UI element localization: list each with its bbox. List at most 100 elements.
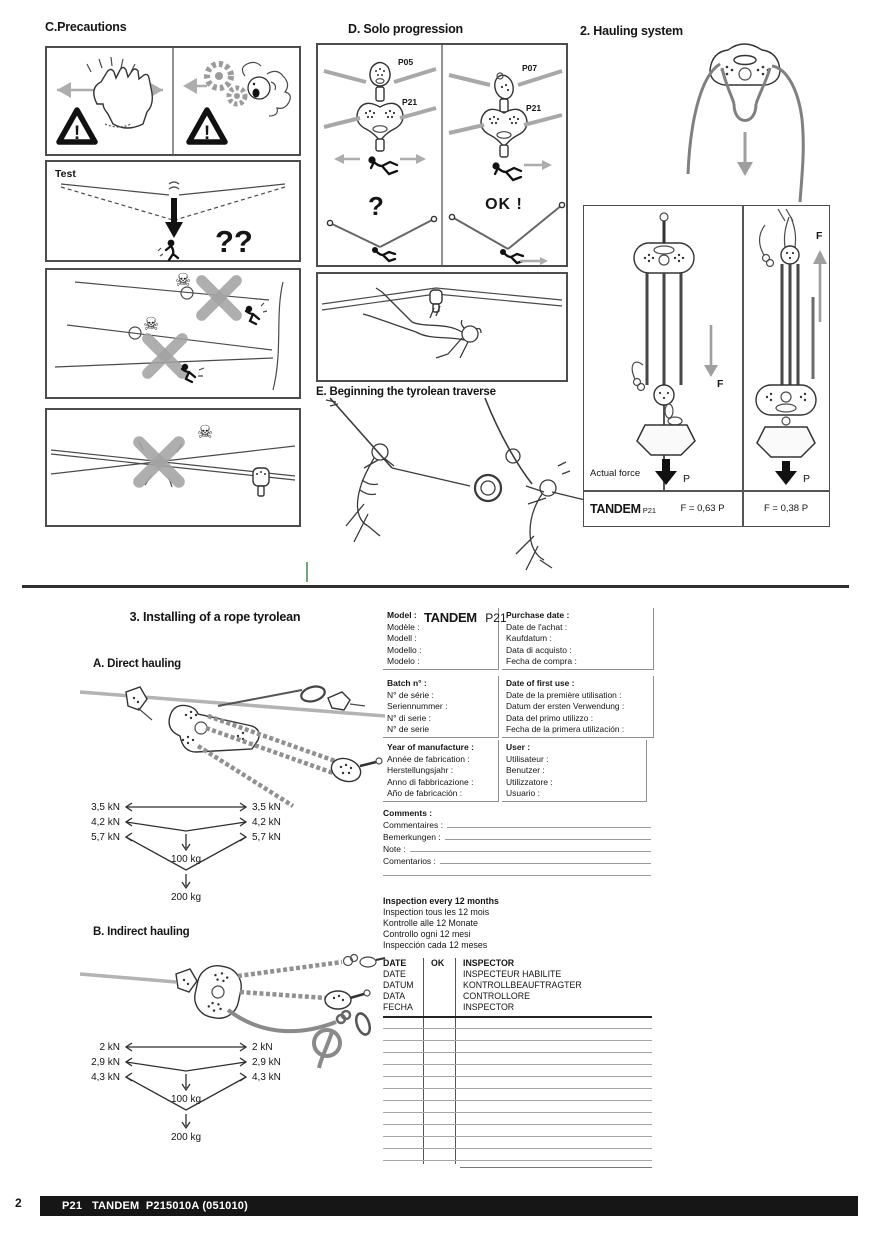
hanging-traverse-person-figure <box>362 287 482 359</box>
batch-field: Batch n° : N° de série : Seriennummer : … <box>383 676 499 738</box>
product-cell: TANDEM P21 <box>583 490 663 527</box>
indirect-force-diagram: 2 kN 2,9 kN 4,3 kN 2 kN 2,9 kN 4,3 kN 10… <box>91 1042 281 1143</box>
verdict-label: ? <box>368 191 384 221</box>
hauling-title: 2. Hauling system <box>580 24 683 38</box>
load-mid-label: 100 kg <box>171 1094 201 1105</box>
end-pulley-figure <box>324 989 371 1010</box>
table-header-rule <box>383 1016 652 1018</box>
precautions-warning-panel: ! ! <box>45 46 301 156</box>
registration-mark <box>306 562 308 582</box>
down-arrow-icon <box>737 132 753 176</box>
hauling-box-divider <box>742 205 744 527</box>
indirect-hauling-illustration <box>79 953 386 1069</box>
actual-force-label: Actual force <box>590 468 641 479</box>
hanging-person-figure <box>157 239 180 262</box>
force-direct-cell: F = 0,63 P <box>680 503 725 514</box>
tension-label: 4,3 kN <box>252 1072 281 1083</box>
carabiner-clamp-figure <box>300 685 366 711</box>
pulley-p05-figure <box>369 61 391 87</box>
inspection-inspector-header: INSPECTOR INSPECTEUR HABILITE KONTROLLBE… <box>463 958 582 1012</box>
table-vline-2 <box>455 958 457 1164</box>
precautions-forbidden-panel-1: ☠ ☠ <box>45 268 301 399</box>
direct-hauling-illustration <box>79 685 386 808</box>
page-number: 2 <box>15 1196 22 1210</box>
warning-illustration: ! ! <box>56 48 291 154</box>
rigging-plate-figure <box>194 965 242 1019</box>
load-bottom-label: 200 kg <box>171 1132 201 1143</box>
table-vline-1 <box>423 958 425 1164</box>
f-label: F <box>717 378 724 390</box>
tension-label: 3,5 kN <box>252 802 281 813</box>
load-bottom-label: 200 kg <box>171 892 201 903</box>
direct-hauling-title: A. Direct hauling <box>93 658 181 670</box>
purchase-date-field: Purchase date : Date de l'achat : Kaufda… <box>502 608 654 670</box>
tyrolean-begin-illustration <box>325 397 586 571</box>
load-arrow-icon <box>655 459 677 485</box>
solo-title: D. Solo progression <box>348 22 463 36</box>
cross-x-icon <box>142 333 188 379</box>
skull-crossbones-icon: ☠ <box>175 270 191 290</box>
hauling-row-line <box>583 490 830 492</box>
tension-label: 4,3 kN <box>91 1072 120 1083</box>
tension-label: 4,2 kN <box>91 817 120 828</box>
model-value: TANDEM P21 <box>424 610 507 625</box>
first-use-field: Date of first use : Date de la première … <box>502 676 654 738</box>
pulley-p07-figure <box>494 72 514 100</box>
p-label: P <box>683 473 690 485</box>
question-marks: ?? <box>215 224 253 259</box>
product-name: TANDEM <box>589 501 641 516</box>
person-figure <box>244 302 268 326</box>
load-arrow-icon <box>775 461 797 485</box>
precautions-title: C.Precautions <box>45 20 127 34</box>
skull-crossbones-icon: ☠ <box>197 422 213 442</box>
pulley-label: P21 <box>402 97 417 107</box>
year-field: Year of manufacture : Année de fabricati… <box>383 740 499 802</box>
pulley-p21-figure <box>480 108 528 149</box>
pulley-label: P21 <box>526 103 541 113</box>
inspection-date-header: DATE DATE DATUM DATA FECHA <box>383 958 414 1012</box>
direct-haul-figure: P F <box>631 212 724 485</box>
mini-pulley-figure <box>429 289 443 313</box>
end-pulley-figure <box>330 757 383 783</box>
pulley-label: P05 <box>398 57 413 67</box>
tension-label: 2,9 kN <box>91 1057 120 1068</box>
cross-x-icon <box>196 275 242 321</box>
svg-text:!: ! <box>74 123 80 144</box>
tension-label: 5,7 kN <box>91 832 120 843</box>
person-figure <box>368 156 399 176</box>
indirect-hauling-title: B. Indirect hauling <box>93 926 190 938</box>
tension-label: 2 kN <box>252 1042 273 1053</box>
pulley-label: P07 <box>522 63 537 73</box>
svg-text:!: ! <box>204 123 210 144</box>
tandem-pulley-figure <box>709 43 781 86</box>
f-label: F <box>816 230 823 242</box>
precautions-forbidden-panel-2: ☠ <box>45 408 301 527</box>
installing-title: 3. Installing of a rope tyrolean <box>129 610 301 624</box>
ground-anchors-figure <box>326 215 438 248</box>
tension-label: 2,9 kN <box>252 1057 281 1068</box>
direct-force-diagram: 3,5 kN 4,2 kN 5,7 kN 3,5 kN 4,2 kN 5,7 k… <box>91 802 281 903</box>
glove-warning-figure <box>57 56 163 129</box>
person-figure <box>180 363 205 384</box>
mini-pulley-figure <box>252 467 270 497</box>
precautions-test-panel: Test ?? <box>45 160 301 262</box>
verdict-label: OK ! <box>485 196 523 213</box>
reduced-haul-figure: P F <box>755 208 827 485</box>
user-field: User : Utilisateur : Benutzer : Utilizza… <box>502 740 647 802</box>
traverse-panel <box>316 272 568 382</box>
tension-label: 2 kN <box>99 1042 120 1053</box>
rope-figure <box>686 62 805 203</box>
p-label: P <box>803 473 810 485</box>
person-figure <box>492 162 523 182</box>
rope-clamp-figure <box>175 968 198 993</box>
rope-clamp-figure <box>125 686 153 721</box>
footer-reference-bar: P21 TANDEM P215010A (051010) <box>40 1196 858 1216</box>
tension-label: 3,5 kN <box>91 802 120 813</box>
f-arrow-up-icon <box>813 250 827 322</box>
tyrolean-begin-title: E. Beginning the tyrolean traverse <box>316 386 496 398</box>
inspection-ok-header: OK <box>431 958 445 968</box>
load-mid-label: 100 kg <box>171 854 201 865</box>
ground-anchors-figure <box>448 201 566 250</box>
haul-rope-figure <box>226 1008 372 1069</box>
